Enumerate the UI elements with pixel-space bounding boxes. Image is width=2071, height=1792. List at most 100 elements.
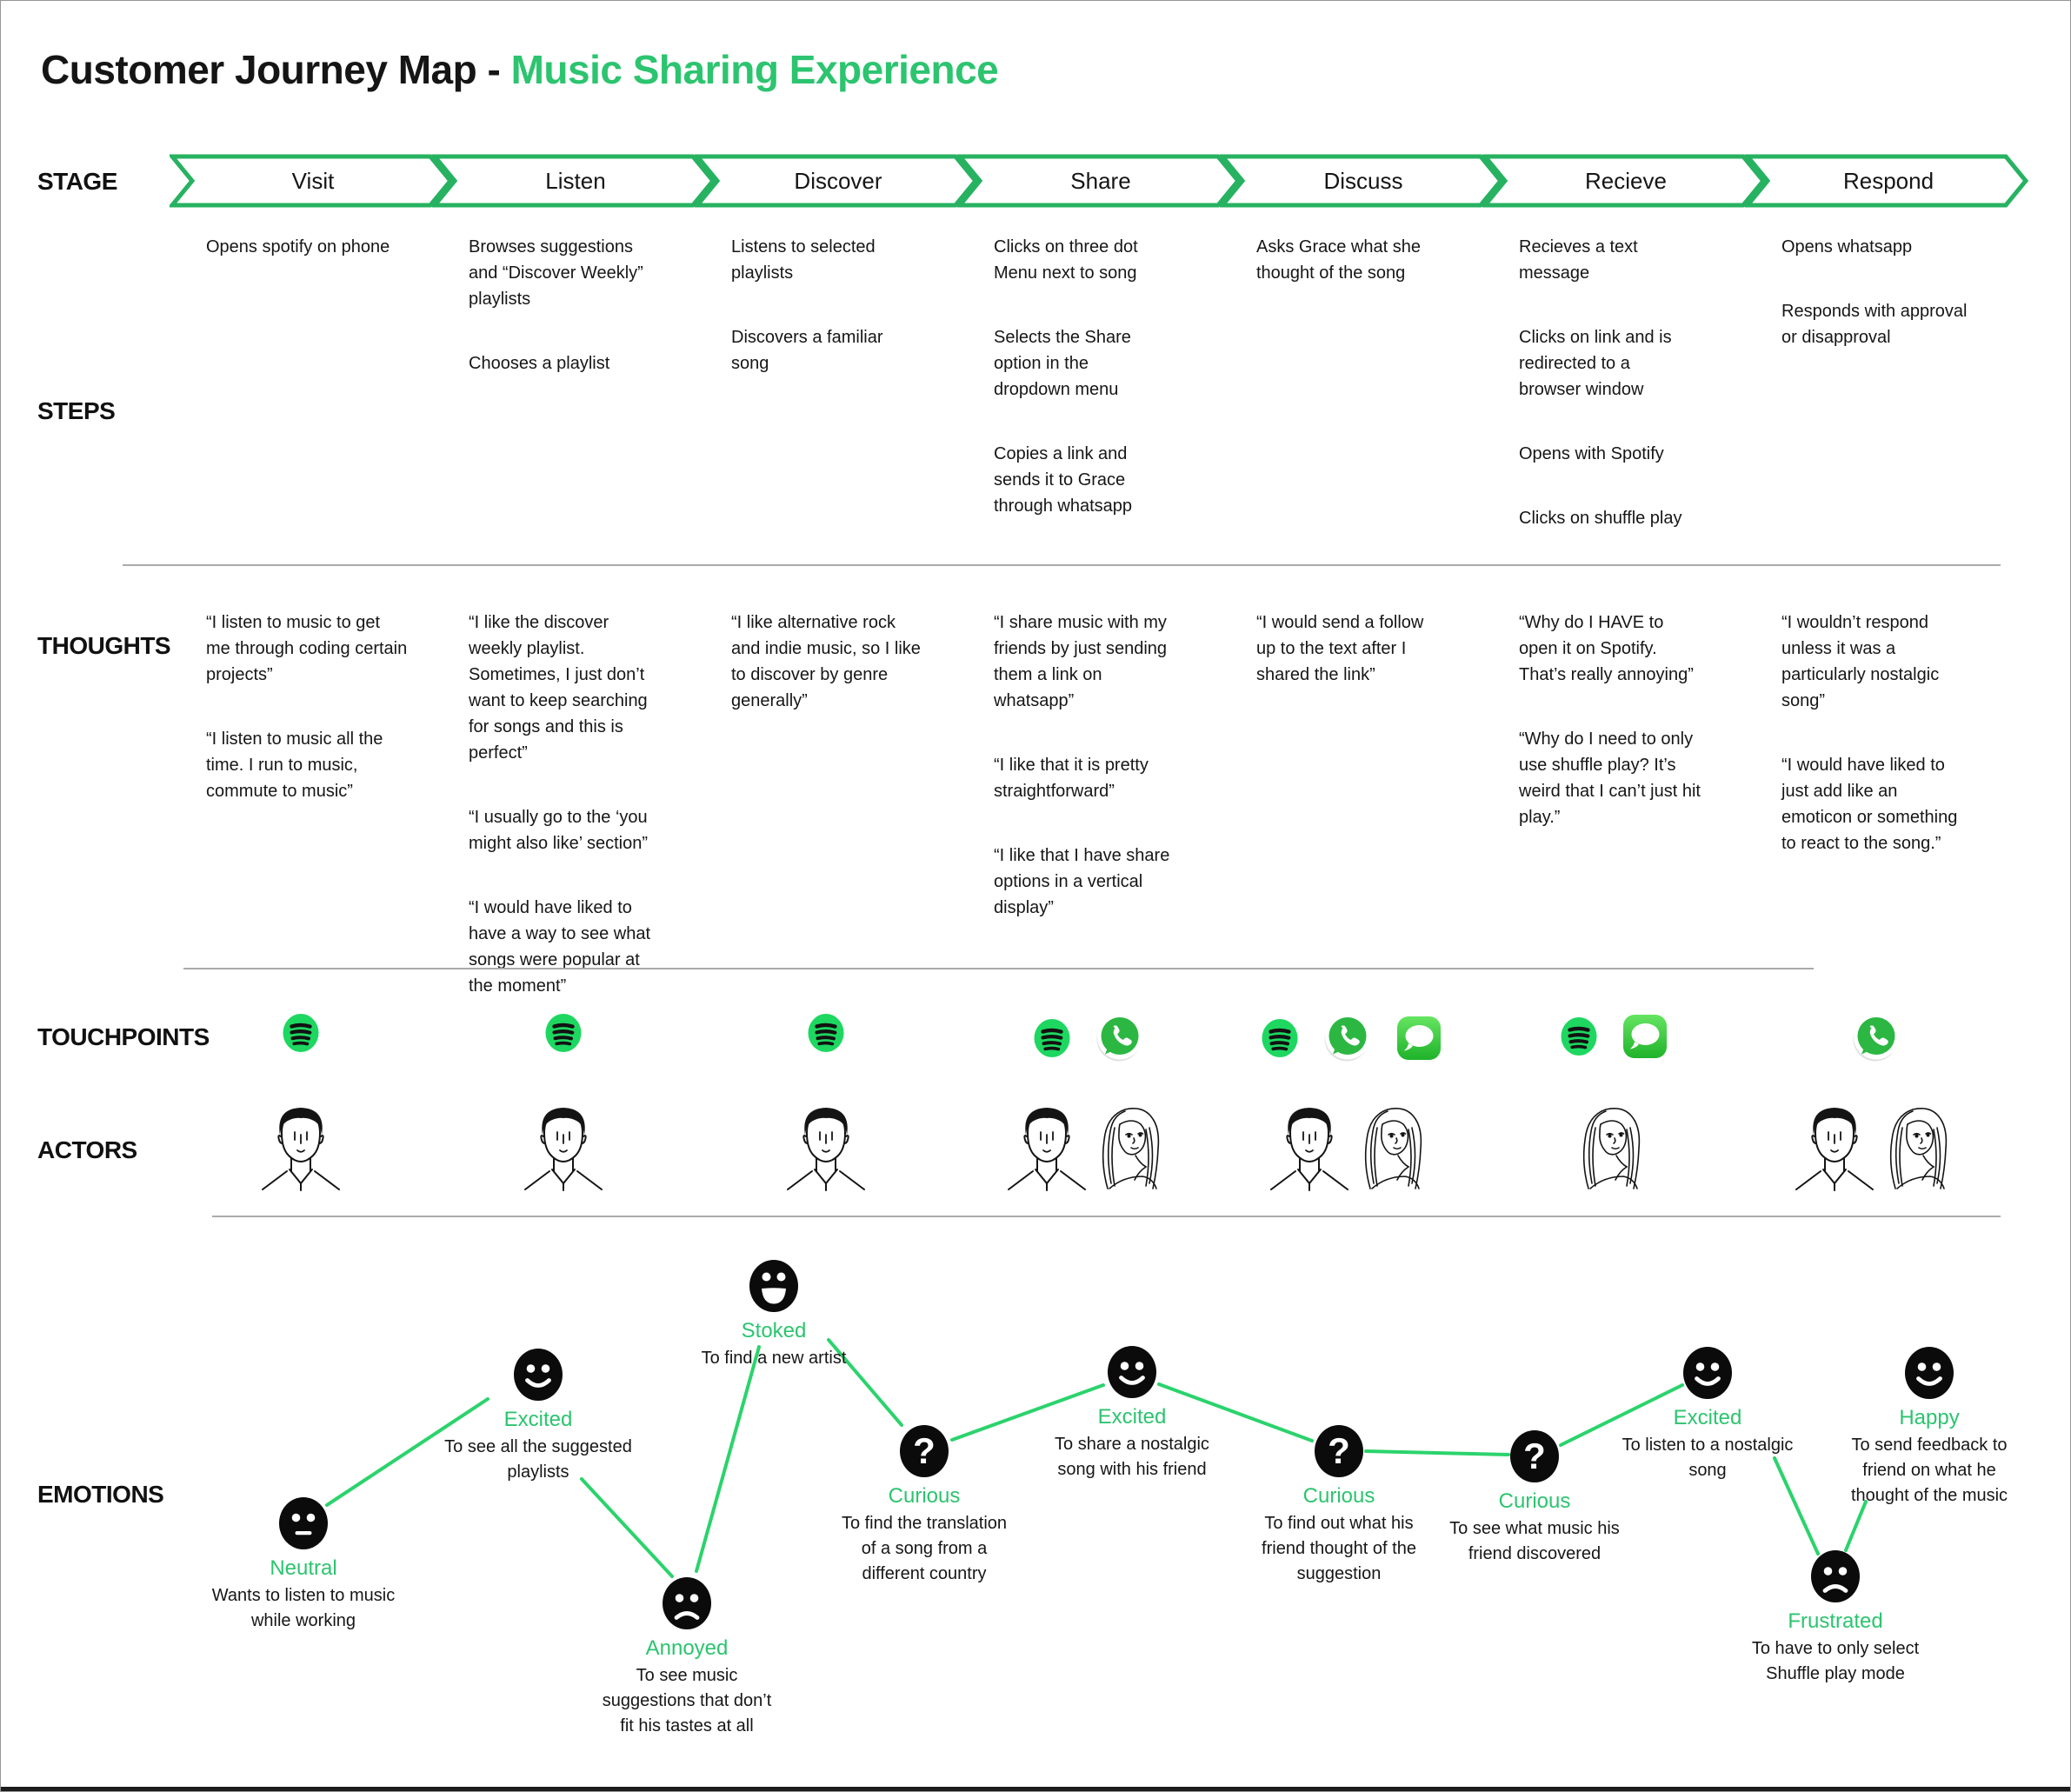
emotion-description: To share a nostalgic song with his frien… (1055, 1435, 1209, 1479)
step-item: Recieves a text message (1519, 237, 1638, 283)
stage-label: Visit (292, 168, 335, 194)
step-item: Opens whatsapp (1781, 237, 1913, 256)
spotify-icon (1561, 1017, 1597, 1056)
emotion-label: Excited (1673, 1406, 1742, 1429)
emotion-description: To listen to a nostalgic song (1622, 1436, 1794, 1480)
stage-arrow-visit: Visit (170, 154, 453, 208)
touchpoints-recieve (1559, 1013, 1668, 1060)
thought-quote: “I like that I have share options in a v… (994, 846, 1170, 917)
thought-quote: “I would have liked to have a way to see… (469, 898, 651, 996)
actors-discuss (1269, 1103, 1433, 1196)
stage-arrow-share: Share (957, 154, 1241, 208)
actors-discover (786, 1103, 866, 1196)
step-item: Clicks on three dot Menu next to song (994, 237, 1138, 283)
emotion-description: To see all the suggested playlists (444, 1437, 632, 1482)
emotion-face-stoked-icon (749, 1260, 798, 1312)
stage-arrow-respond: Respond (1745, 154, 2028, 208)
woman-actor-icon (1889, 1108, 1948, 1189)
emotion-excited: Excited To share a nostalgic song with h… (993, 1344, 1271, 1482)
thought-quote: “I like alternative rock and indie music… (731, 613, 921, 710)
step-item: Selects the Share option in the dropdown… (994, 328, 1131, 399)
row-label-stage: STAGE (37, 168, 117, 195)
emotion-label: Frustrated (1788, 1609, 1883, 1633)
imessage-icon (1397, 1016, 1441, 1060)
stage-label: Discover (794, 168, 882, 194)
thought-quote: “I usually go to the ‘you might also lik… (469, 808, 649, 853)
thought-quote: “I share music with my friends by just s… (994, 613, 1168, 710)
page-title-black: Customer Journey Map - (41, 47, 511, 92)
actors-listen (523, 1103, 603, 1196)
actors-share (1007, 1103, 1170, 1196)
thought-quote: “I like that it is pretty straightforwar… (994, 756, 1149, 801)
emotion-happy: Happy To send feedback to friend on what… (1790, 1345, 2068, 1509)
thoughts-column-discover: “I like alternative rock and indie music… (731, 610, 950, 752)
emotion-label: Happy (1899, 1406, 1960, 1429)
touchpoints-discuss (1260, 1013, 1442, 1063)
touchpoints-listen (543, 1013, 583, 1053)
step-item: Browses suggestions and “Discover Weekly… (469, 237, 643, 309)
emotion-description: To find out what his friend thought of t… (1262, 1514, 1416, 1583)
divider-under-steps (123, 564, 2001, 566)
step-item: Listens to selected playlists (731, 237, 876, 283)
emotion-frustrated: Frustrated To have to only select Shuffl… (1696, 1549, 1974, 1687)
emotion-label: Annoyed (645, 1636, 729, 1660)
stage-arrow-discuss: Discuss (1220, 154, 1503, 208)
thoughts-column-respond: “I wouldn’t respond unless it was a part… (1781, 610, 2001, 895)
step-item: Clicks on shuffle play (1519, 509, 1682, 528)
man-actor-icon (1008, 1108, 1086, 1191)
row-label-touchpoints: TOUCHPOINTS (37, 1023, 210, 1050)
thought-quote: “I would send a follow up to the text af… (1256, 613, 1424, 684)
emotion-label: Curious (1302, 1484, 1375, 1508)
emotion-face-sad-icon (663, 1577, 711, 1629)
divider-under-thoughts (183, 968, 1814, 969)
whatsapp-icon (1853, 1014, 1899, 1062)
svg-text:?: ? (913, 1430, 936, 1471)
emotion-description: To see what music his friend discovered (1449, 1519, 1620, 1563)
emotion-face-neutral-icon (279, 1497, 328, 1549)
spotify-icon (283, 1014, 319, 1052)
step-item: Copies a link and sends it to Grace thro… (994, 444, 1133, 516)
step-item: Opens with Spotify (1519, 444, 1664, 463)
stage-label: Share (1070, 168, 1130, 194)
thoughts-column-recieve: “Why do I HAVE to open it on Spotify. Th… (1519, 610, 1738, 869)
stage-label: Discuss (1323, 168, 1402, 194)
thoughts-column-discuss: “I would send a follow up to the text af… (1256, 610, 1475, 726)
touchpoints-respond (1851, 1013, 1901, 1063)
spotify-icon (808, 1014, 844, 1052)
emotion-curious: ? Curious To find out what his friend th… (1200, 1423, 1478, 1587)
man-actor-icon (262, 1108, 340, 1191)
imessage-icon (1623, 1015, 1667, 1058)
whatsapp-icon (1324, 1014, 1370, 1062)
woman-actor-icon (1102, 1108, 1160, 1189)
thoughts-column-listen: “I like the discover weekly playlist. So… (469, 610, 688, 1037)
steps-column-discuss: Asks Grace what she thought of the song (1256, 234, 1475, 324)
emotion-neutral: Neutral Wants to listen to music while w… (164, 1496, 443, 1634)
man-actor-icon (524, 1108, 603, 1191)
emotion-label: Excited (1097, 1405, 1167, 1429)
touchpoints-visit (281, 1013, 321, 1053)
thought-quote: “I listen to music to get me through cod… (206, 613, 408, 684)
spotify-icon (1034, 1019, 1070, 1057)
emotion-description: To send feedback to friend on what he th… (1850, 1436, 2008, 1505)
stage-label: Recieve (1585, 168, 1667, 194)
actors-recieve (1576, 1103, 1651, 1196)
emotion-face-happy-icon (1108, 1346, 1156, 1398)
row-label-emotions: EMOTIONS (37, 1481, 164, 1508)
emotion-stoked: Stoked To find a new artist (635, 1258, 913, 1371)
woman-actor-icon (1582, 1108, 1641, 1189)
step-item: Asks Grace what she thought of the song (1256, 237, 1421, 283)
emotion-label: Stoked (741, 1319, 807, 1342)
thought-quote: “I listen to music all the time. I run t… (206, 729, 383, 801)
emotion-curious: ? Curious To find the translation of a s… (785, 1423, 1063, 1587)
actors-visit (261, 1103, 341, 1196)
emotion-excited: Excited To listen to a nostalgic song (1568, 1345, 1847, 1483)
emotion-excited: Excited To see all the suggested playlis… (399, 1347, 677, 1485)
man-actor-icon (787, 1108, 865, 1191)
man-actor-icon (1270, 1108, 1348, 1191)
emotion-description: To find a new artist (701, 1349, 847, 1368)
svg-text:?: ? (1523, 1436, 1546, 1476)
svg-text:?: ? (1328, 1430, 1350, 1471)
